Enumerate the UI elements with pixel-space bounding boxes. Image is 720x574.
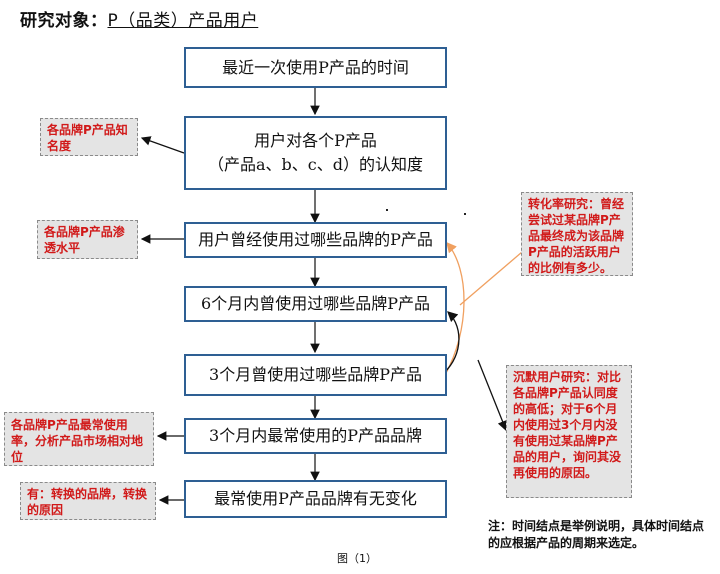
flow-step-three-months-text: 3个月曾使用过哪些品牌P产品 [209,365,422,384]
footnote: 注：时间结点是举例说明，具体时间结点的应根据产品的周期来选定。 [488,519,705,550]
flow-step-ever-used: 用户曾经使用过哪些品牌的P产品 [184,222,447,258]
flow-step-latest-use: 最近一次使用P产品的时间 [184,47,447,88]
title-prefix: 研究对象： [20,11,108,31]
note-dormant: 沉默用户研究：对比各品牌P产品认同度的高低；对于6个月内使用过3个月内没有使用过… [506,365,632,498]
black-line-to-dormant [477,359,508,432]
orange-conversion-curve [444,242,465,376]
note-awareness: 各品牌P产品知名度 [40,118,138,156]
flow-step-brand-change-text: 最常使用P产品品牌有无变化 [214,489,417,508]
flow-step-brand-change: 最常使用P产品品牌有无变化 [184,480,447,518]
arrow-to-awareness [140,136,185,154]
stray-dot-1 [386,209,388,211]
note-penetration: 各品牌P产品渗透水平 [37,220,138,259]
flow-step-awareness-line2: （产品a、b、c、d）的认知度 [208,155,423,174]
flow-step-six-months: 6个月内曾使用过哪些品牌P产品 [184,286,447,322]
note-usage-rate: 各品牌P产品最常使用率，分析产品市场相对地位 [4,412,154,466]
flow-step-awareness: 用户对各个P产品 （产品a、b、c、d）的认知度 [184,116,447,190]
flow-step-ever-used-text: 用户曾经使用过哪些品牌的P产品 [198,230,433,249]
page-title: 研究对象：P（品类）产品用户 [20,6,258,31]
flow-step-six-months-text: 6个月内曾使用过哪些品牌P产品 [201,294,430,313]
flow-step-three-months: 3个月曾使用过哪些品牌P产品 [184,354,447,396]
note-conversion: 转化率研究：曾经尝试过某品牌P产品最终成为该品牌P产品的活跃用户的比例有多少。 [521,192,633,276]
flow-step-awareness-line1: 用户对各个P产品 [254,131,377,150]
flow-step-most-used-text: 3个月内最常使用的P产品品牌 [209,426,422,445]
orange-line-to-conversion [459,251,523,306]
title-subject: P（品类）产品用户 [107,11,259,31]
flow-step-most-used: 3个月内最常使用的P产品品牌 [184,418,447,454]
note-switch: 有：转换的品牌，转换的原因 [20,482,156,520]
flow-step-latest-use-text: 最近一次使用P产品的时间 [222,57,409,77]
figure-caption: 图（1） [337,552,377,565]
stray-dot-2 [464,213,466,215]
